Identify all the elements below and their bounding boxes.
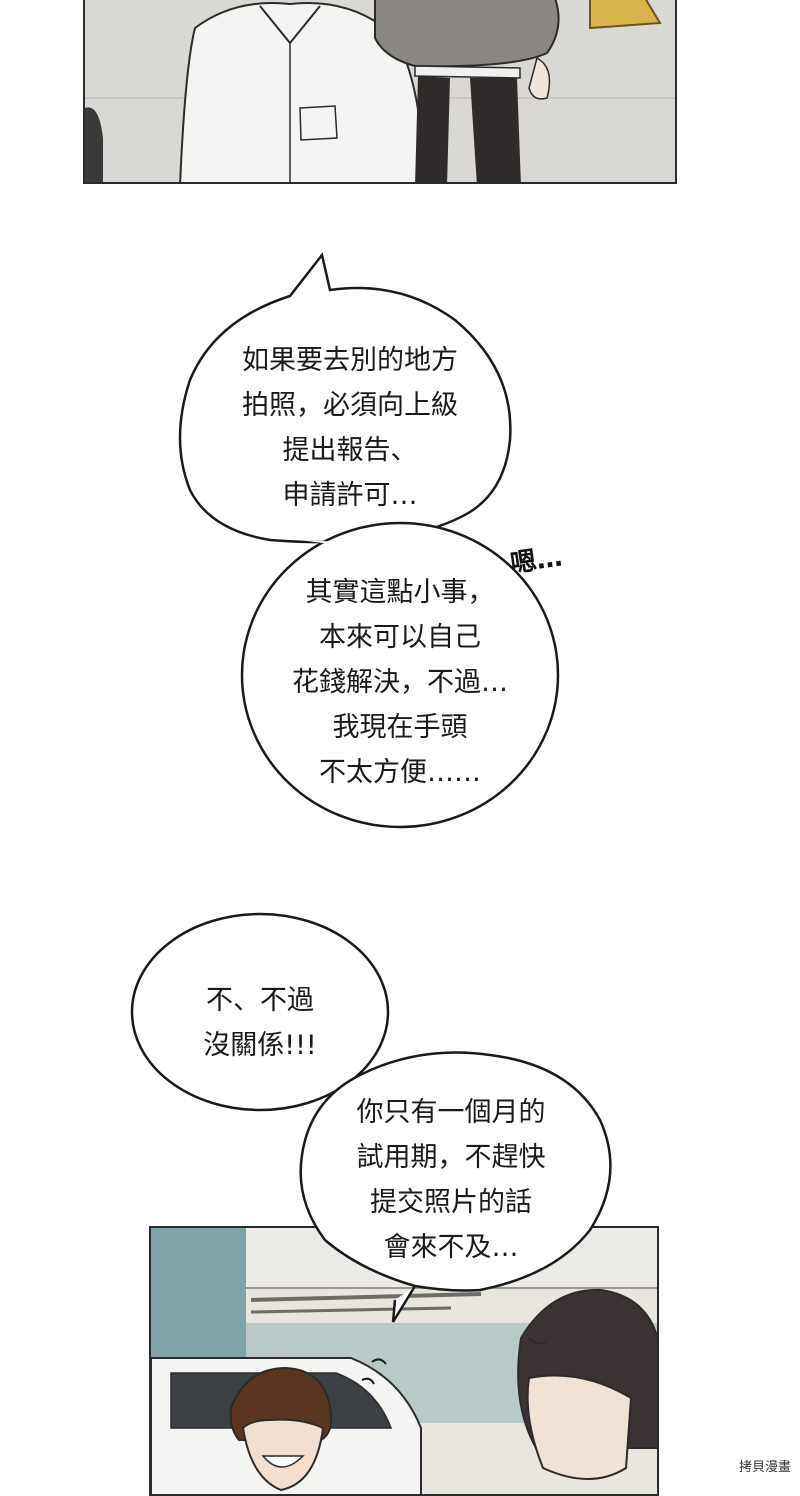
speech-bubble-3 <box>130 912 390 1112</box>
bubble-1-text: 如果要去別的地方 拍照，必須向上級 提出報告、 申請許可… <box>242 345 458 511</box>
bubble-4-text: 你只有一個月的 試用期，不趕快 提交照片的話 會來不及… <box>356 1097 546 1263</box>
watermark: 拷貝漫畫 <box>735 1455 794 1476</box>
bubble-3-text: 不、不過 沒關係!!! <box>203 985 317 1061</box>
speech-bubble-2 <box>240 521 560 829</box>
sfx-hmm: 嗯… <box>508 542 565 580</box>
bubble-2-text: 其實這點小事， 本來可以自己 花錢解決，不過… 我現在手頭 不太方便…… <box>292 577 508 788</box>
speech-bubble-4 <box>299 1051 612 1323</box>
panel-top-artwork <box>85 0 675 182</box>
comic-panel-top <box>83 0 677 184</box>
